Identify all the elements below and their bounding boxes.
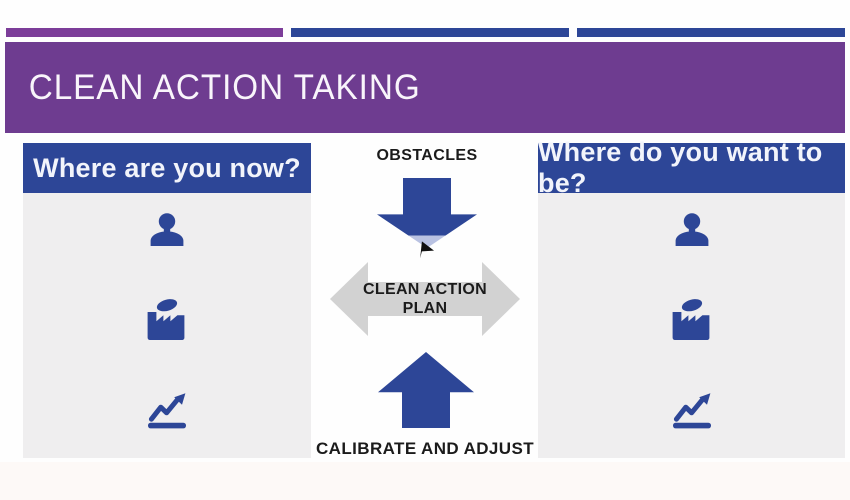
obstacles-label: OBSTACLES [376, 147, 478, 164]
panel-where-are-you-now: Where are you now? [23, 143, 311, 458]
title-banner: CLEAN ACTION TAKING [5, 42, 845, 133]
slide-title: CLEAN ACTION TAKING [28, 67, 421, 107]
growth-chart-icon [668, 384, 716, 432]
person-icon [143, 207, 191, 255]
panel-left-header: Where are you now? [23, 143, 311, 193]
growth-chart-icon [143, 384, 191, 432]
panel-where-do-you-want-to-be: Where do you want to be? [538, 137, 845, 458]
slide-bottom-tint [0, 462, 850, 500]
person-icon [668, 207, 716, 255]
plan-label-line1: CLEAN ACTION [363, 281, 487, 298]
plan-label-line2: PLAN [402, 300, 448, 317]
mouse-cursor-icon [419, 240, 437, 261]
accent-bar-blue-1 [291, 28, 569, 37]
factory-icon [668, 296, 716, 344]
calibrate-label: CALIBRATE AND ADJUST [316, 439, 534, 458]
down-arrow [377, 178, 477, 248]
panel-right-body [538, 193, 845, 458]
up-arrow [378, 352, 474, 428]
panel-right-header: Where do you want to be? [538, 137, 845, 198]
factory-icon [143, 296, 191, 344]
clean-action-plan-label: CLEAN ACTION PLAN [330, 262, 520, 336]
accent-bar-blue-2 [577, 28, 845, 37]
panel-left-body [23, 193, 311, 458]
accent-bar-purple [6, 28, 283, 37]
